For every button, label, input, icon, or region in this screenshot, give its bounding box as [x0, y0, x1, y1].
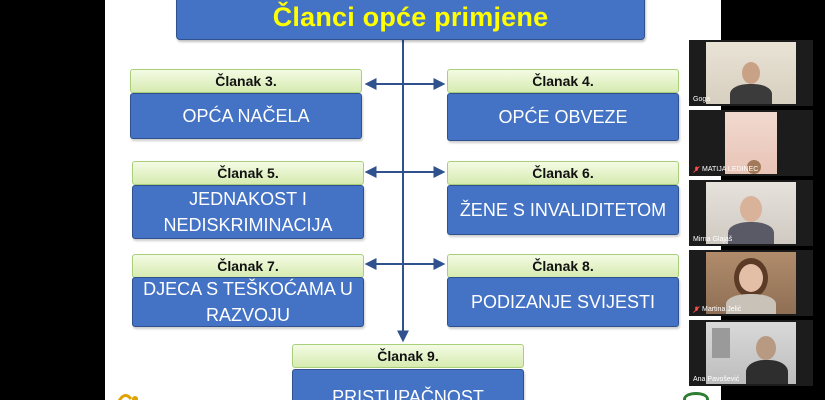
- article-6-tab: Članak 6.: [447, 161, 679, 185]
- participant-name: MATIJA LEDINEC: [693, 166, 758, 173]
- participant-name: Martina Jelić: [693, 306, 741, 313]
- article-9-box: PRISTUPAČNOST: [292, 369, 524, 400]
- article-5-box: JEDNAKOST I NEDISKRIMINACIJA: [132, 185, 364, 239]
- participant-name-text: Mirna Glajaš: [693, 236, 733, 243]
- participant-name-text: Ana Pavošević: [693, 376, 740, 383]
- participant-name: Mirna Glajaš: [693, 236, 732, 243]
- article-8-tab: Članak 8.: [447, 254, 679, 278]
- article-4-tab: Članak 4.: [447, 69, 679, 93]
- logo-right-icon: [683, 392, 709, 400]
- article-6-box: ŽENE S INVALIDITETOM: [447, 185, 679, 235]
- participant-name-text: Goga: [693, 96, 711, 103]
- participant-video: [706, 252, 796, 314]
- connector-arrows: [364, 40, 446, 343]
- mic-muted-icon: [693, 306, 700, 313]
- participant-name: Ana Pavošević: [693, 376, 739, 383]
- article-9-tab: Članak 9.: [292, 344, 524, 368]
- participant-tile[interactable]: Goga: [689, 40, 813, 106]
- participant-tile[interactable]: Mirna Glajaš: [689, 180, 813, 246]
- article-5-tab: Članak 5.: [132, 161, 364, 185]
- participant-video: [706, 182, 796, 244]
- participant-video: [706, 322, 796, 384]
- article-4-box: OPĆE OBVEZE: [447, 93, 679, 141]
- mic-muted-icon: [693, 166, 700, 173]
- slide-title: Članci opće primjene: [272, 1, 549, 32]
- logo-left-icon: [117, 394, 138, 400]
- article-3-box: OPĆA NAČELA: [130, 93, 362, 139]
- participant-name-text: MATIJA LEDINEC: [702, 166, 759, 173]
- presentation-slide: Članci opće primjene Članak 3. OPĆA NAČE…: [105, 0, 721, 400]
- participant-tile[interactable]: Martina Jelić: [689, 250, 813, 316]
- participant-name-text: Martina Jelić: [702, 306, 742, 313]
- participant-gallery: Goga MATIJA LEDINEC Mirna Glajaš: [689, 40, 813, 390]
- participant-name: Goga: [693, 96, 710, 103]
- slide-title-box: Članci opće primjene: [176, 0, 645, 40]
- participant-tile[interactable]: MATIJA LEDINEC: [689, 110, 813, 176]
- participant-video: [725, 112, 777, 174]
- article-7-box: DJECA S TEŠKOĆAMA U RAZVOJU: [132, 277, 364, 327]
- article-3-tab: Članak 3.: [130, 69, 362, 93]
- article-7-tab: Članak 7.: [132, 254, 364, 278]
- article-8-box: PODIZANJE SVIJESTI: [447, 277, 679, 327]
- participant-tile[interactable]: Ana Pavošević: [689, 320, 813, 386]
- participant-video: [706, 42, 796, 104]
